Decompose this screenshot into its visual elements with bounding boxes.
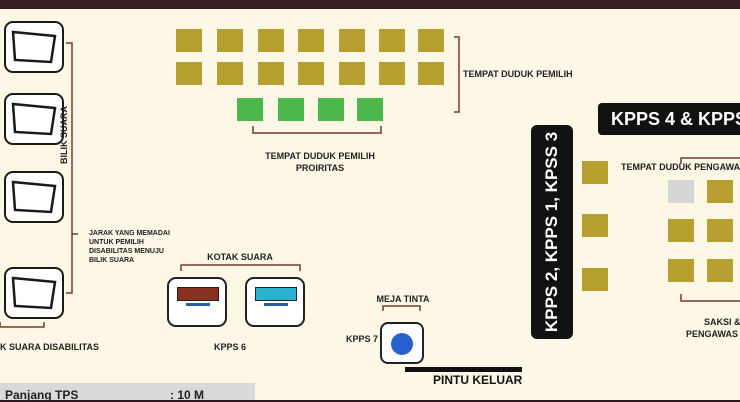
- voter-seat: [418, 62, 444, 85]
- disabled-booth-label: K SUARA DISABILITAS: [0, 342, 99, 352]
- ink-bottle-icon: [391, 333, 413, 355]
- voter-seat: [298, 29, 324, 52]
- ballot-mark: [264, 303, 288, 306]
- voter-seat: [176, 29, 202, 52]
- witness-seat: [707, 259, 733, 282]
- kpps6-label: KPPS 6: [213, 342, 246, 352]
- exit-label: PINTU KELUAR: [433, 373, 523, 387]
- witness-seat-empty: [668, 180, 694, 203]
- voting-booth: [4, 21, 64, 73]
- witness-label: SAKSI & PENGAWAS: [686, 316, 740, 340]
- priority-seat: [237, 98, 263, 121]
- kpps7-label: KPPS 7: [346, 334, 379, 344]
- ballot-box: [167, 277, 227, 327]
- priority-seats-line: TEMPAT DUDUK PEMILIH: [265, 151, 375, 161]
- officer-seat: [582, 214, 608, 237]
- distance-note-line: UNTUK PEMILIH: [89, 239, 144, 246]
- voter-seats-label: TEMPAT DUDUK PEMILIH: [463, 69, 573, 79]
- ink-table: [380, 322, 424, 364]
- bracket-lines: [0, 36, 740, 328]
- witness-line: PENGAWAS: [686, 329, 739, 339]
- voting-booth: [4, 171, 64, 223]
- voter-seat: [258, 62, 284, 85]
- polling-station-floor: BILIK SUARA JARAK YANG MEMADAI UNTUK PEM…: [0, 9, 740, 372]
- top-banner: [0, 0, 740, 9]
- kpps-badge: KPPS 4 & KPPS: [598, 103, 740, 135]
- voting-booths-label: BILIK SUARA: [59, 106, 69, 164]
- disabled-voting-booth: [4, 267, 64, 319]
- info-panel: [0, 383, 255, 400]
- witness-line: SAKSI &: [704, 317, 740, 327]
- ink-table-label: MEJA TINTA: [376, 294, 430, 304]
- priority-seat: [318, 98, 344, 121]
- witness-seat: [668, 219, 694, 242]
- witness-seat: [668, 259, 694, 282]
- priority-seats-line: PROIRITAS: [295, 163, 345, 173]
- witness-seat: [707, 219, 733, 242]
- priority-seat: [357, 98, 383, 121]
- witness-seats-label: TEMPAT DUDUK PENGAWA: [621, 162, 740, 172]
- voter-seat: [176, 62, 202, 85]
- voter-seat: [418, 29, 444, 52]
- voter-seat: [379, 62, 405, 85]
- distance-note-line: JARAK YANG MEMADAI: [89, 230, 170, 237]
- ballot-boxes-label: KOTAK SUARA: [207, 252, 273, 262]
- length-value: : 10 M: [170, 388, 205, 402]
- kpps-officers-table: KPPS 2, KPPS 1, KPSS 3: [531, 125, 573, 339]
- voter-seat: [379, 29, 405, 52]
- distance-note-line: DISABILITAS MENUJU: [89, 248, 164, 255]
- exit-door: [405, 367, 522, 372]
- ballot-slot: [177, 287, 219, 301]
- voter-seat: [217, 62, 243, 85]
- ballot-slot: [255, 287, 297, 301]
- kpps-badge-label: KPPS 4 & KPPS: [611, 109, 740, 129]
- officer-seat: [582, 161, 608, 184]
- distance-note-line: BILIK SUARA: [89, 257, 135, 264]
- distance-note: JARAK YANG MEMADAI UNTUK PEMILIH DISABIL…: [89, 229, 170, 265]
- length-label: Panjang TPS: [5, 388, 79, 402]
- voter-seat: [339, 62, 365, 85]
- voter-seat: [339, 29, 365, 52]
- kpps-officers-label: KPPS 2, KPPS 1, KPSS 3: [542, 131, 561, 333]
- ballot-box: [245, 277, 305, 327]
- voter-seat: [217, 29, 243, 52]
- officer-seat: [582, 268, 608, 291]
- voting-booth: [4, 93, 64, 145]
- witness-seat: [707, 180, 733, 203]
- ballot-mark: [186, 303, 210, 306]
- voter-seat: [298, 62, 324, 85]
- priority-seats-label: TEMPAT DUDUK PEMILIH PROIRITAS: [240, 150, 400, 174]
- voter-seat: [258, 29, 284, 52]
- priority-seat: [278, 98, 304, 121]
